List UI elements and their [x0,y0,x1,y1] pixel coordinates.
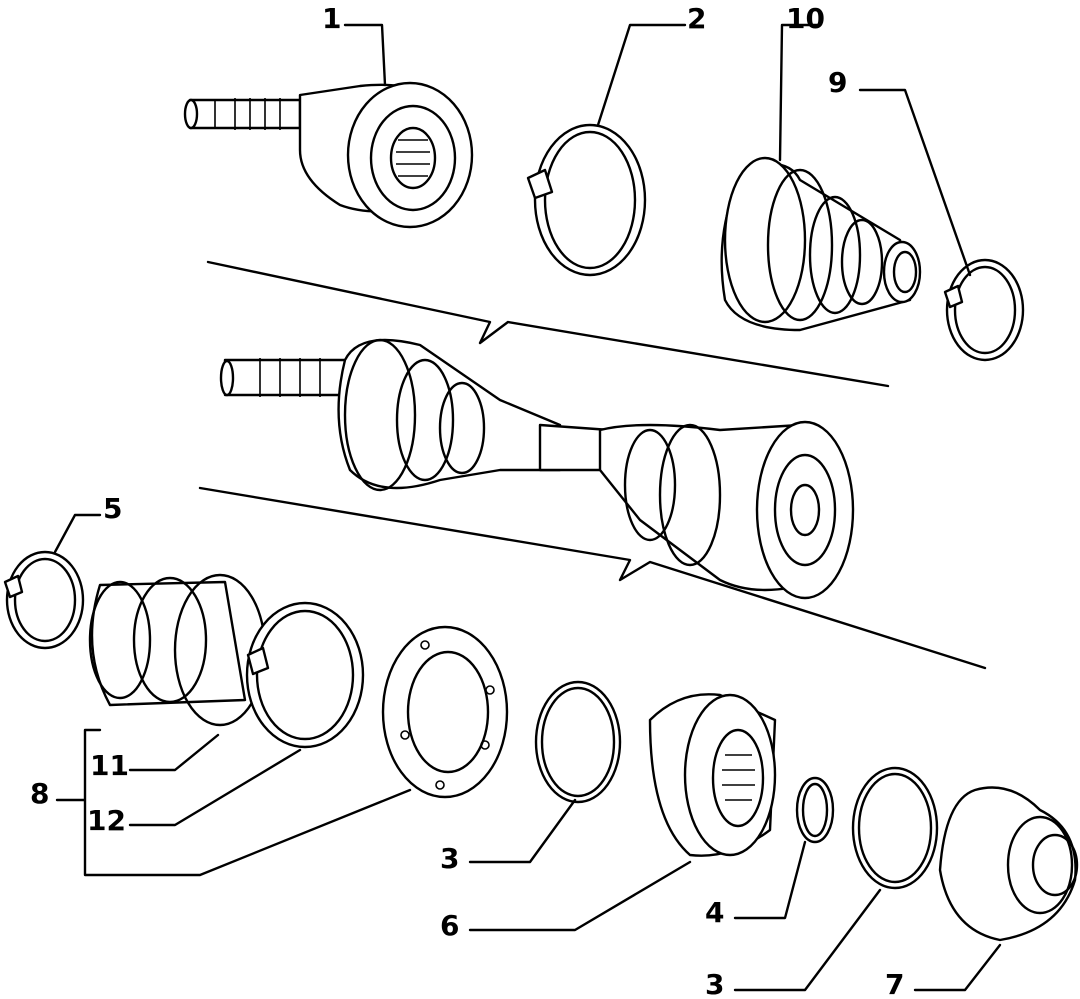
callout-3a: 3 [440,842,459,875]
part-9-small-clamp [943,258,1025,362]
part-6-inner-cv-joint [648,693,777,857]
callout-12: 12 [87,804,126,837]
part-3-gasket-b [851,766,939,890]
callout-7: 7 [885,968,904,999]
callout-3b: 3 [705,968,724,999]
part-3-gasket-a [534,680,622,804]
callout-10: 10 [786,2,825,35]
callout-1: 1 [322,2,341,35]
lower-assembly-bracket [198,486,987,670]
callout-4: 4 [705,896,724,929]
callout-6: 6 [440,909,459,942]
part-10-outer-boot [720,156,922,332]
boot-flange [381,625,509,799]
complete-drive-shaft [219,338,855,600]
callout-5: 5 [103,492,122,525]
callout-9: 9 [828,66,847,99]
callout-labels: 1 2 10 9 5 11 8 12 3 6 4 3 7 [30,2,904,999]
part-11-inner-boot [88,573,267,727]
upper-assembly-bracket [206,260,890,388]
part-2-clamp-band [526,123,647,277]
leader-lines [53,23,1002,992]
callout-8: 8 [30,777,49,810]
callout-2: 2 [687,2,706,35]
part-5-inner-clamp [3,550,85,650]
part-1-outer-cv-joint [183,81,474,229]
part-12-inner-clamp [245,601,365,749]
callout-11: 11 [90,749,129,782]
part-4-circlip [795,776,835,844]
part-7-cover-cap [938,786,1079,942]
